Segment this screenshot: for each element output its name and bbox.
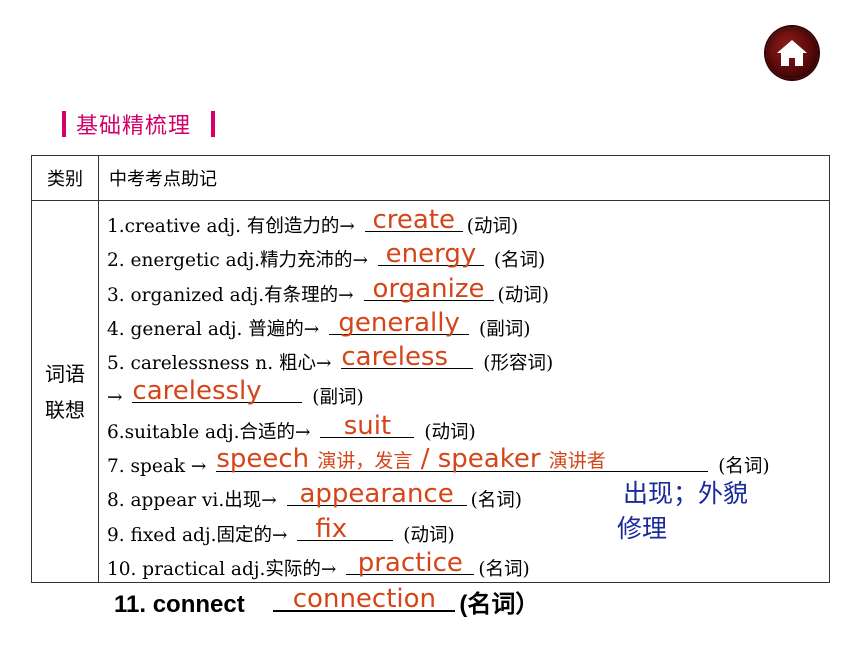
list-item: 1.creative adj. 有创造力的→ create (动词) — [107, 203, 829, 237]
vocab-table: 类别 中考考点助记 词语 联想 1.creative adj. 有创造力的→ c… — [31, 155, 830, 583]
list-item: 3. organized adj.有条理的→ organize (动词) — [107, 272, 829, 306]
list-item: 8. appear vi.出现→ appearance (名词) 出现；外貌 — [107, 477, 829, 511]
answer-blank: careless — [341, 340, 474, 373]
item-suffix: (名词) — [478, 558, 530, 580]
answer: suit — [343, 410, 392, 441]
category-cell: 词语 联想 — [31, 200, 99, 583]
answer-blank: speech 演讲，发言 / speaker 演讲者 — [216, 443, 709, 474]
item-suffix: (名词) — [470, 490, 523, 512]
item-prefix: 8. appear vi.出现→ — [107, 490, 277, 512]
item-prefix: 1.creative adj. 有创造力的→ — [107, 216, 355, 237]
item-suffix: (形容词) — [483, 353, 554, 375]
section-title-text: 基础精梳理 — [76, 114, 192, 139]
item-suffix: (动词) — [424, 421, 476, 443]
list-item: → carelessly (副词) — [107, 374, 829, 408]
item-prefix: 9. fixed adj.固定的→ — [107, 524, 288, 546]
answer-blank: suit — [320, 409, 415, 441]
item-suffix: (名词) — [493, 250, 546, 272]
answer-blank: energy — [377, 237, 484, 270]
table-body-row: 词语 联想 1.creative adj. 有创造力的→ create (动词) … — [31, 200, 830, 583]
category-line-1: 词语 — [45, 361, 85, 386]
answer: organize — [372, 273, 485, 304]
item-prefix: → — [107, 387, 123, 409]
list-item: 6.suitable adj.合适的→ suit (动词) — [107, 409, 829, 443]
answer: connection — [292, 584, 437, 614]
title-bar-right — [211, 111, 216, 137]
answer: create — [372, 205, 455, 235]
list-item: 9. fixed adj.固定的→ fix (动词) 修理 — [107, 512, 829, 546]
answer: carelessly — [132, 376, 262, 407]
list-item: 10. practical adj.实际的→ practice (名词) — [107, 546, 829, 580]
answer-blank: organize — [363, 272, 494, 304]
answer: practice — [357, 547, 463, 578]
item-prefix: 10. practical adj.实际的→ — [107, 558, 337, 580]
answer: energy — [385, 239, 477, 270]
header-category: 类别 — [31, 155, 99, 201]
blue-note: 出现；外貌 — [623, 479, 749, 509]
item-suffix: (动词) — [466, 216, 519, 237]
item-suffix: (副词) — [312, 387, 364, 409]
answer: generally — [338, 307, 460, 338]
item-suffix: (动词) — [497, 284, 549, 306]
answer-speech: speech — [216, 444, 310, 475]
table-header-row: 类别 中考考点助记 — [31, 155, 830, 201]
item-suffix: (副词) — [479, 318, 531, 340]
answer: careless — [341, 342, 449, 373]
answer-slash: / — [420, 444, 430, 475]
answer-blank: generally — [329, 306, 470, 338]
answer-speaker: speaker — [437, 444, 541, 475]
item-suffix: (动词) — [403, 524, 455, 546]
header-notes: 中考考点助记 — [98, 155, 830, 201]
list-item: 5. carelessness n. 粗心→ careless (形容词) — [107, 340, 829, 374]
list-item: 2. energetic adj.精力充沛的→ energy (名词) — [107, 237, 829, 271]
item-prefix: 7. speak → — [107, 456, 207, 478]
answer-blank: fix — [297, 512, 394, 544]
answer: fix — [315, 513, 348, 544]
extra-suffix: (名词） — [459, 591, 540, 618]
list-item: 7. speak → speech 演讲，发言 / speaker 演讲者 (名… — [107, 443, 829, 477]
item-prefix: 2. energetic adj.精力充沛的→ — [107, 250, 369, 272]
item-prefix: 6.suitable adj.合适的→ — [107, 421, 311, 443]
item-prefix: 3. organized adj.有条理的→ — [107, 284, 354, 306]
home-icon — [777, 40, 807, 66]
section-title: 基础精梳理 — [62, 108, 216, 140]
extra-prefix: 11. connect — [114, 591, 245, 618]
item-suffix: (名词) — [718, 456, 770, 478]
home-button[interactable] — [766, 27, 818, 79]
answer-blank: practice — [346, 546, 475, 578]
note-speech: 演讲，发言 — [317, 450, 413, 473]
extra-item: 11. connect connection (名词） — [114, 580, 539, 619]
item-prefix: 4. general adj. 普遍的→ — [107, 318, 320, 340]
item-prefix: 5. carelessness n. 粗心→ — [107, 353, 332, 375]
answer-blank: connection — [273, 580, 456, 614]
answer-blank: appearance — [286, 477, 467, 510]
category-line-2: 联想 — [45, 397, 85, 422]
blue-note: 修理 — [617, 513, 668, 543]
answer-blank: create — [364, 203, 463, 235]
answer: speech 演讲，发言 / speaker 演讲者 — [216, 444, 708, 476]
notes-cell: 1.creative adj. 有创造力的→ create (动词) 2. ene… — [98, 200, 830, 583]
note-speaker: 演讲者 — [548, 450, 606, 473]
title-bar-left — [62, 111, 66, 137]
answer: appearance — [299, 479, 454, 510]
list-item: 4. general adj. 普遍的→ generally (副词) — [107, 306, 829, 340]
answer-blank: carelessly — [132, 374, 303, 407]
